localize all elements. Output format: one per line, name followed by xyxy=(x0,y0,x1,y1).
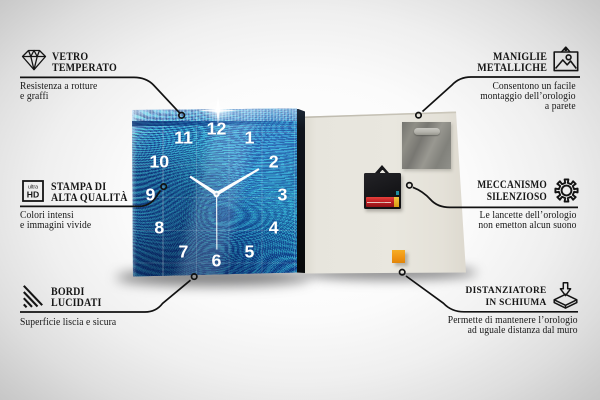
svg-text:HD: HD xyxy=(27,190,39,200)
svg-text:ultra: ultra xyxy=(28,185,38,191)
